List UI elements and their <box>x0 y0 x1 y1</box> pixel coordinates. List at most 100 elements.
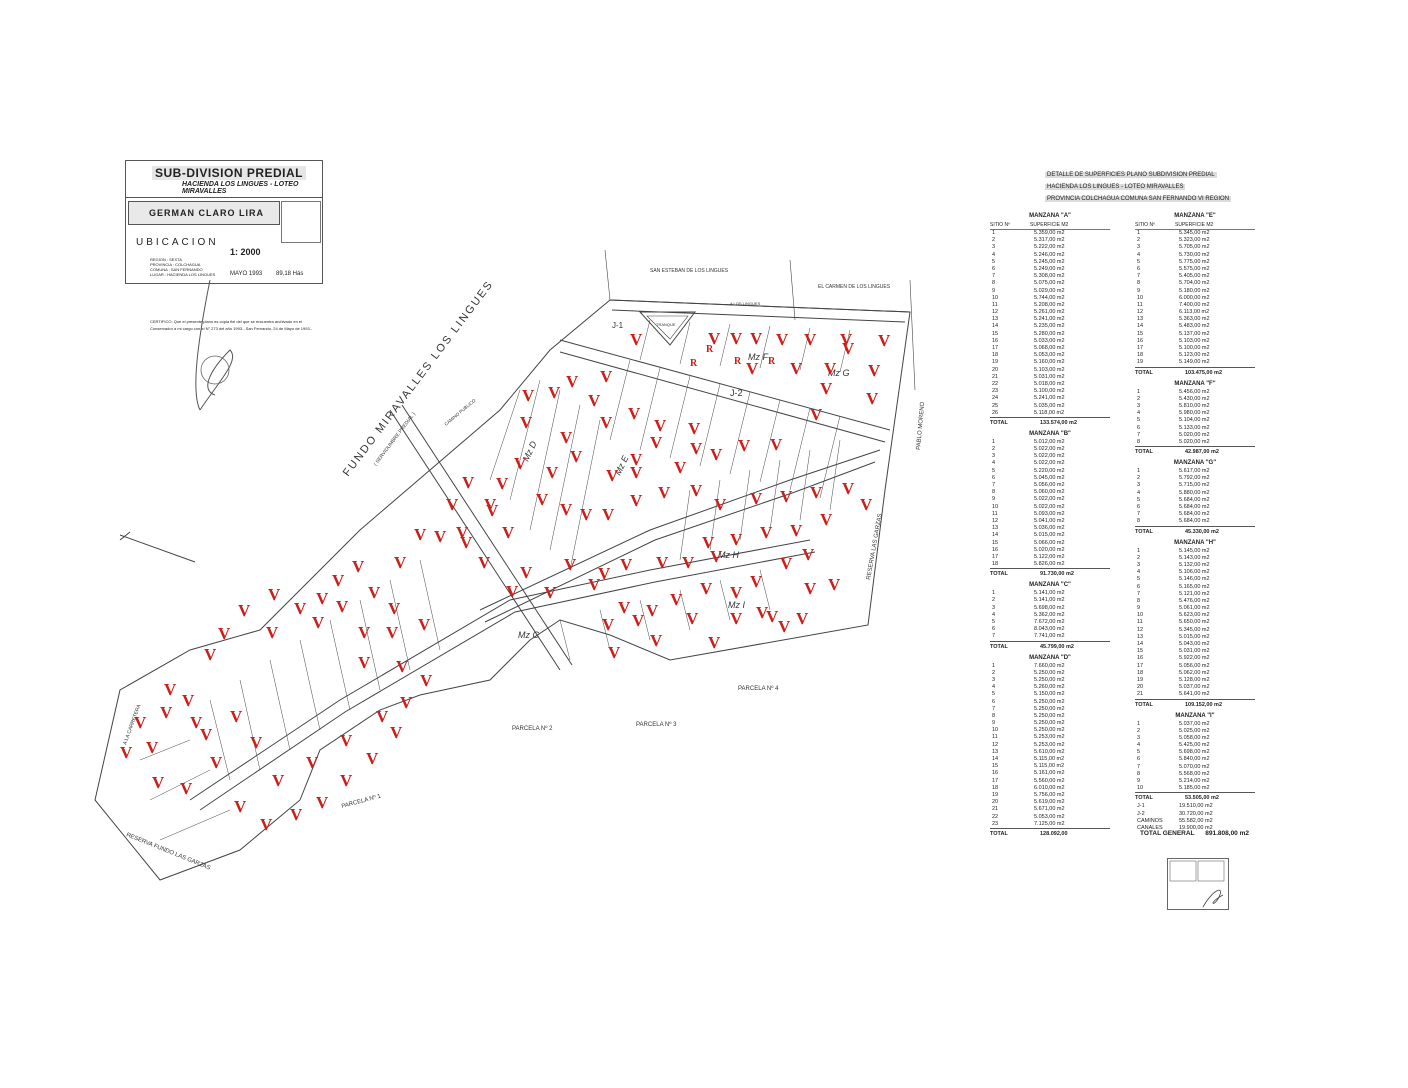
sold-lot-v-mark: V <box>434 527 447 546</box>
sold-lot-v-mark: V <box>484 495 497 514</box>
superficie-value: 5.128,00 m2 <box>1179 676 1210 683</box>
superficie-value: 5.425,00 m2 <box>1179 742 1210 749</box>
sold-lot-v-mark: V <box>654 416 667 435</box>
sitio-number: 14 <box>992 756 999 762</box>
sold-lot-v-mark: V <box>710 547 723 566</box>
superficie-value: 5.362,00 m2 <box>1034 611 1065 618</box>
sold-lot-v-mark: V <box>686 609 699 628</box>
sold-lot-v-mark: V <box>810 483 823 502</box>
sold-lot-v-mark: V <box>878 331 891 350</box>
sold-lot-v-mark: V <box>266 623 279 642</box>
superficie-value: 5.061,00 m2 <box>1179 605 1210 612</box>
sitio-header: SITIO Nº <box>1135 222 1155 228</box>
superficie-value: 5.150,00 m2 <box>1034 691 1065 698</box>
lot-lines <box>139 319 851 841</box>
superficie-value: 5.037,00 m2 <box>1179 684 1210 691</box>
total-value: 91.730,00 m2 <box>1040 571 1074 578</box>
superficie-value: 5.056,00 m2 <box>1034 482 1065 488</box>
sold-lot-v-mark: V <box>340 771 353 790</box>
sold-lot-v-mark: V <box>776 330 789 349</box>
grand-total: TOTAL GENERAL 891.808,00 m2 <box>1140 830 1249 837</box>
superficie-value: 5.730,00 m2 <box>1179 251 1210 258</box>
superficie-value: 5.241,00 m2 <box>1034 395 1065 402</box>
sitio-number: 12 <box>992 741 999 748</box>
sold-lot-v-mark: V <box>316 793 329 812</box>
sold-lot-v-mark: V <box>860 495 873 514</box>
sitio-number: 11 <box>1137 301 1143 308</box>
sold-lot-v-mark: V <box>750 329 763 348</box>
sold-lot-v-mark: V <box>868 361 881 380</box>
sitio-number: 6 <box>992 265 996 272</box>
sold-lot-v-mark: V <box>152 773 165 792</box>
superficie-value: 5.058,00 m2 <box>1179 734 1210 741</box>
superficie-value: 5.235,00 m2 <box>1034 323 1065 330</box>
superficie-value: 5.684,00 m2 <box>1179 518 1210 525</box>
label-reserva-fundo: RESERVA FUNDO LAS GARZAS <box>125 832 211 871</box>
location-line: PROVINCIA : COLCHAGUA <box>150 262 201 267</box>
sold-lot-v-mark: V <box>730 583 743 602</box>
superficie-value: 7.672,00 m2 <box>1034 619 1065 625</box>
label-san-esteban: SAN ESTEBAN DE LOS LINGUES <box>650 268 729 274</box>
sitio-number: 1 <box>992 662 996 669</box>
sold-lot-v-mark: V <box>390 723 403 742</box>
superficie-value: 5.037,00 m2 <box>1179 720 1210 727</box>
superficie-value: 5.015,00 m2 <box>1034 532 1065 539</box>
superficie-value: 5.744,00 m2 <box>1034 294 1065 301</box>
sold-lot-v-mark: V <box>710 445 723 464</box>
sold-lot-v-mark: V <box>268 585 281 604</box>
sitio-number: 15 <box>992 763 999 770</box>
sold-lot-v-mark: V <box>522 386 535 405</box>
superficie-value: 5.250,00 m2 <box>1034 712 1065 719</box>
sitio-number: 24 <box>992 395 999 402</box>
superficie-value: 5.308,00 m2 <box>1034 273 1065 280</box>
manzana-title: MANZANA "A" <box>1029 213 1071 219</box>
sold-lot-v-mark: V <box>770 435 783 454</box>
total-value: 109.152,00 m2 <box>1185 701 1223 708</box>
sold-lot-v-mark: V <box>682 553 695 572</box>
superficie-value: 5.623,00 m2 <box>1179 612 1210 619</box>
sitio-number: 3 <box>1137 402 1141 409</box>
sitio-number: 8 <box>1137 597 1141 604</box>
total-value: 42.987,00 m2 <box>1185 449 1219 456</box>
sold-lot-v-mark: V <box>670 590 683 609</box>
sitio-number: 20 <box>992 366 999 373</box>
sold-lot-v-mark: V <box>780 487 793 506</box>
extra-value: 19.510,00 m2 <box>1179 803 1213 810</box>
sitio-number: 13 <box>1137 633 1144 640</box>
sold-lot-v-mark: V <box>580 505 593 524</box>
superficie-value: 5.180,00 m2 <box>1179 287 1210 294</box>
sitio-number: 16 <box>1137 337 1144 344</box>
sold-lot-v-mark: V <box>520 413 533 432</box>
sold-lot-v-mark: V <box>478 553 491 572</box>
superficie-value: 5.018,00 m2 <box>1034 380 1065 387</box>
sold-lot-v-mark: V <box>588 575 601 594</box>
sitio-number: 8 <box>1137 438 1141 445</box>
